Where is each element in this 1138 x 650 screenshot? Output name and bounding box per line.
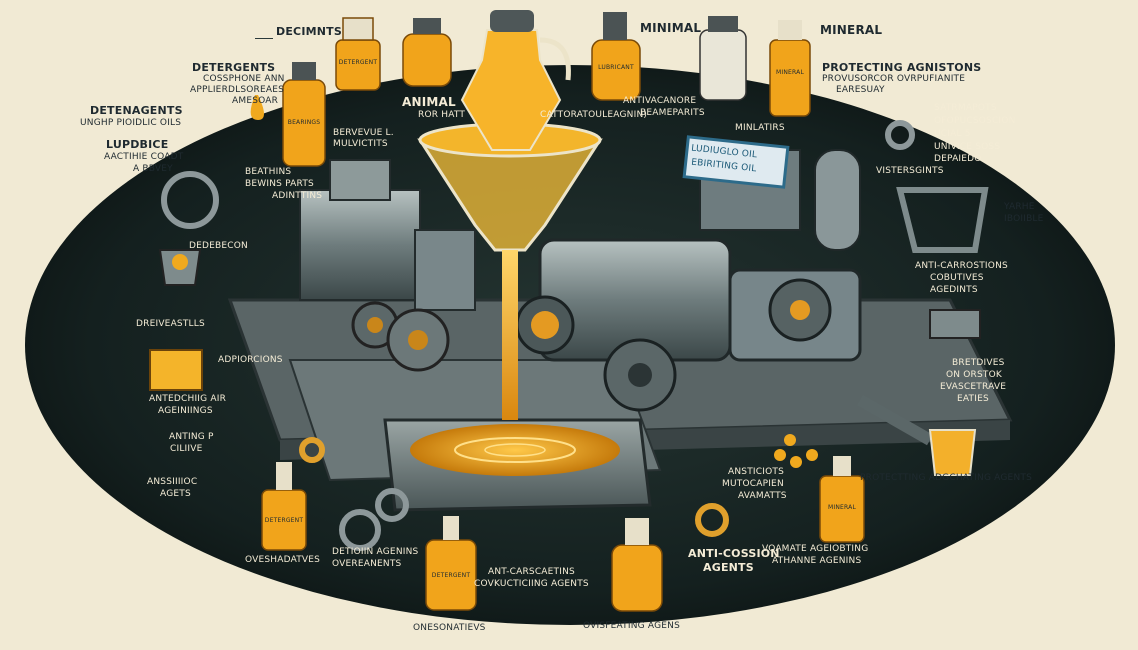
leader-line	[255, 38, 273, 39]
gears	[299, 120, 915, 551]
label-protectting-adg: PROTECTTING ADGCHATING AGENTS	[860, 473, 1032, 483]
label-satrmapots-4: UNIVICE SOSS	[934, 142, 1001, 152]
label-bretdives-4: EATIES	[957, 394, 989, 404]
label-beathins-1: BEATHINS	[245, 167, 292, 177]
label-anticossion-2: AGENTS	[703, 561, 754, 574]
label-cattorat: CATTORATOULEAGNIN)	[540, 110, 648, 120]
label-ovesradatves: OVESHADATVES	[245, 555, 321, 565]
label-lupdbice: LUPDBICE	[106, 138, 169, 151]
bottles	[261, 12, 865, 612]
label-protecting-sub1: PROVUSORCOR OVRPUFIANITE	[822, 74, 966, 84]
label-decimnts: DECIMNTS	[276, 25, 342, 38]
label-antedching-2: AGEINIINGS	[158, 406, 213, 416]
label-animal-sub: ROR HATT	[418, 110, 466, 120]
sign-board	[682, 135, 790, 189]
bottle-label-1: DETERGENT	[338, 59, 378, 66]
label-satrmapots-2: OFOPUCSOSCION	[934, 116, 1016, 126]
label-ansticiots-1: ANSTICIOTS	[728, 467, 784, 477]
oil-tray	[383, 418, 652, 512]
label-anssiliioc-2: AGETS	[160, 489, 191, 499]
label-onesonatievs: ONESONATIEVS	[413, 623, 486, 633]
label-voamate-2: ATHANNE AGENINS	[772, 556, 862, 566]
label-ansticiots-3: AVAMATTS	[738, 491, 787, 501]
label-ovisfeating: OVISFEATING AGENS	[583, 621, 680, 631]
label-antivacanore-1: ANTIVACANORE	[623, 96, 697, 106]
label-detioin-2: OVEREANENTS	[332, 559, 402, 569]
label-detergents-sub2: APPLIERDLSOREAES	[190, 85, 285, 95]
props	[149, 95, 989, 476]
bottle-label-5: DETERGENT	[264, 517, 304, 524]
label-protecting-sub2: EARESUAY	[836, 85, 885, 95]
label-detenagents: DETENAGENTS	[90, 104, 183, 117]
label-bretdives-3: EVASCETRAVE	[940, 382, 1007, 392]
label-minimal: MINIMAL	[640, 21, 702, 35]
label-vistersgints: VISTERSGINTS	[876, 166, 944, 176]
label-antivacanore-2: BEAMEPARITS	[640, 108, 705, 118]
label-minlatirs: MINLATIRS	[735, 123, 785, 133]
label-anticarrostions-1: ANTI-CARROSTIONS	[915, 261, 1008, 271]
label-protecting: PROTECTING AGNISTONS	[822, 61, 982, 74]
label-anssiliioc-1: ANSSIIIIOC	[147, 477, 198, 487]
oil-pool	[410, 424, 620, 476]
label-yarhe-1: YARHE	[1004, 202, 1035, 212]
label-yarhe-2: IBOIIBLE	[1004, 214, 1044, 224]
label-animal: ANIMAL	[402, 95, 456, 109]
label-anticarrostions-3: AGEDINTS	[930, 285, 978, 295]
label-antedching-1: ANTEDCHIIG AIR	[149, 394, 227, 404]
label-voamate-1: VOAMATE AGEIOBTING	[762, 544, 869, 554]
label-mineral: MINERAL	[820, 23, 883, 37]
label-dedebecon: DEDEBECON	[189, 241, 248, 251]
bottle-label-4: MINERAL	[776, 69, 804, 76]
machine-center	[515, 149, 933, 446]
label-bretdives-1: BRETDIVES	[952, 358, 1005, 368]
bottle-label-7: MINERAL	[828, 504, 856, 511]
label-anticossion-1: ANTI-COSSION	[688, 547, 780, 560]
label-bretdives-2: ON ORSTOK	[946, 370, 1003, 380]
label-lupdbice-sub2: A BBVEY	[133, 164, 173, 174]
label-ansticiots-2: MUTOCAPIEN	[722, 479, 784, 489]
label-detioin-1: DETIOIIN AGENINS	[332, 547, 419, 557]
label-bervevue-1: BERVEVUE L.	[333, 128, 394, 138]
label-dreiveastlls: DREIVEASTLLS	[136, 319, 205, 329]
label-anticarrostions-2: COBUTIVES	[930, 273, 984, 283]
oil-jug	[460, 10, 571, 151]
label-bervevue-2: MULVICTITS	[333, 139, 388, 149]
label-satrmapots-5: DEPAIEDO	[934, 154, 982, 164]
label-satrmapots-3: UCIAL 5	[934, 129, 971, 139]
machine-left	[299, 159, 476, 372]
label-satrmapots-1: SATRMAPOTS	[934, 103, 997, 113]
label-beathins-2: BEWINS PARTS	[245, 179, 314, 189]
bottle-label-3: LUBRICANT	[598, 64, 634, 71]
label-anting-2: CILIIVE	[170, 444, 203, 454]
label-lupdbice-sub1: AACTIHIE COADT	[104, 152, 184, 162]
bottle-label-2: BEARINGS	[287, 119, 321, 126]
label-adpiorcions: ADPIORCIONS	[218, 355, 283, 365]
label-anticarscattings-2: COVKUCTICIING AGENTS	[474, 579, 589, 589]
bottle-label-6: DETERGENT	[431, 572, 471, 579]
label-detergents-sub1: COSSPHONE ANN	[203, 74, 285, 84]
label-detergents-sub3: AMESOAR	[232, 96, 279, 106]
label-anting-1: ANTING P	[169, 432, 214, 442]
label-detenagents-sub: UNGHP PIOIDLIC OILS	[80, 118, 182, 128]
label-anticarscattings-1: ANT-CARSCAETINS	[488, 567, 575, 577]
label-beathins-3: ADINTTINS	[272, 191, 323, 201]
label-detergents: DETERGENTS	[192, 61, 276, 74]
oil-funnel	[417, 122, 603, 420]
